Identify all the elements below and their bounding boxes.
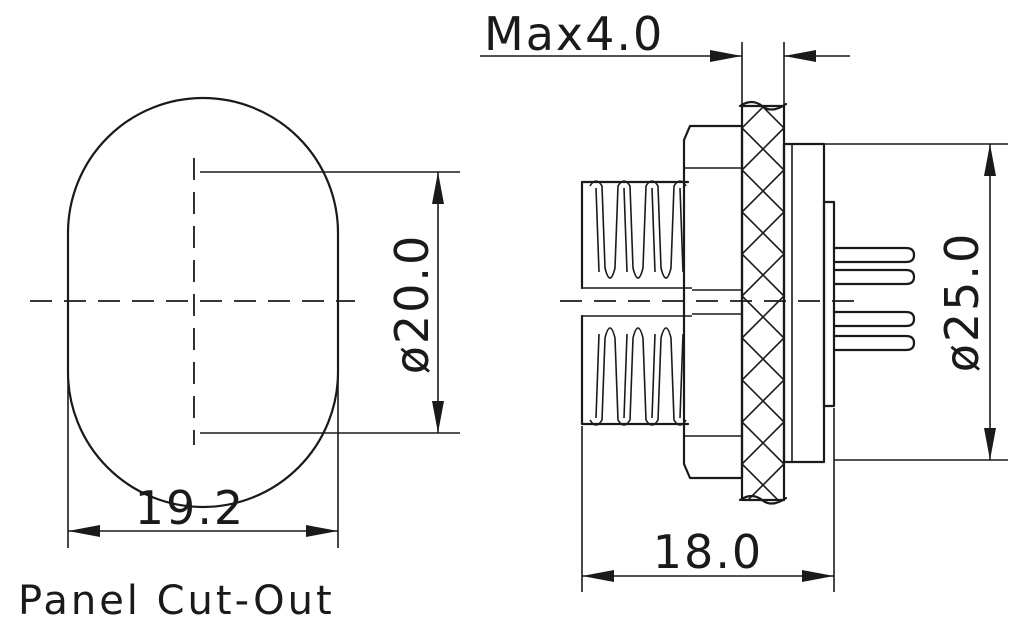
arrowhead xyxy=(582,570,614,582)
body-length-label: 18.0 xyxy=(653,525,763,579)
arrowhead xyxy=(432,172,444,204)
arrowhead xyxy=(984,144,996,176)
arrowhead xyxy=(984,428,996,460)
panel-thickness-label: Max4.0 xyxy=(484,7,664,61)
arrowhead xyxy=(306,525,338,537)
arrowhead xyxy=(802,570,834,582)
cutout-width-label: 19.2 xyxy=(135,481,245,535)
panel-cutout-view: ø20.0 19.2 Panel Cut-Out xyxy=(18,96,460,624)
arrowhead xyxy=(68,525,100,537)
thread-lower xyxy=(580,314,692,426)
connector-side-view: Max4.0 18.0 ø25.0 xyxy=(480,7,1008,592)
arrowhead xyxy=(784,50,816,62)
flange xyxy=(782,142,826,464)
arrowhead xyxy=(432,401,444,433)
contact-pins xyxy=(832,246,916,352)
knurled-nut xyxy=(738,100,788,505)
arrowhead xyxy=(710,50,742,62)
thread-upper xyxy=(580,180,692,290)
panel-cutout-caption: Panel Cut-Out xyxy=(18,578,335,624)
rear-insulator xyxy=(822,200,836,408)
cutout-outline xyxy=(66,96,340,509)
flange-diameter-label: ø25.0 xyxy=(935,232,989,373)
cutout-diameter-label: ø20.0 xyxy=(385,234,439,375)
hex-body xyxy=(682,124,744,480)
